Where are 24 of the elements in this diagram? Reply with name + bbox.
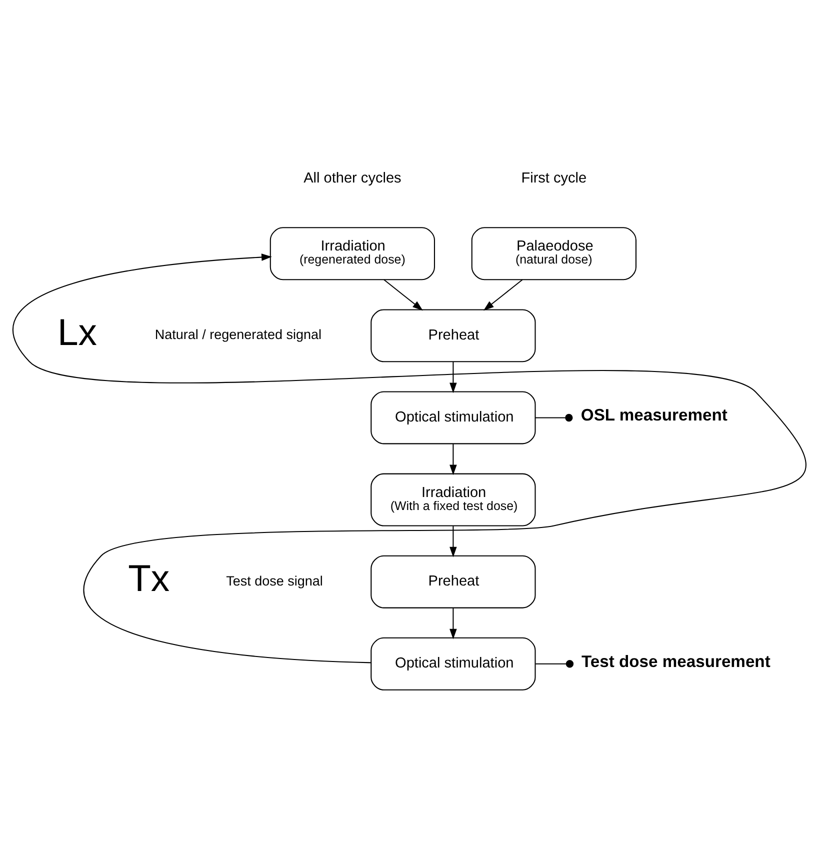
node-box: Irradiation (regenerated dose) [270,226,435,280]
arrow [483,278,523,310]
node-text: OSL measurement [580,405,728,424]
node-box: Palaeodose (natural dose) [471,226,636,280]
label: Natural / regenerated signal [154,326,322,342]
arrow [450,362,457,393]
arrow [14,253,806,663]
node-box: Optical stimulation [370,390,536,444]
connector [535,413,573,422]
arrow [450,608,457,639]
label: Test dose signal [226,572,323,588]
node-box: Preheat [370,308,536,362]
arrow [450,444,457,475]
node-box: Irradiation (With a fixed test dose) [370,472,536,526]
arrow [384,278,423,310]
label: All other cycles [304,170,402,186]
arrow [450,526,457,557]
connector [536,660,574,668]
node-text: Test dose measurement [581,651,770,670]
label: First cycle [521,170,587,186]
node-box: Optical stimulation [370,636,536,690]
node-box: Preheat [370,554,536,608]
label: Tx [128,556,170,598]
label: Lx [57,310,97,352]
